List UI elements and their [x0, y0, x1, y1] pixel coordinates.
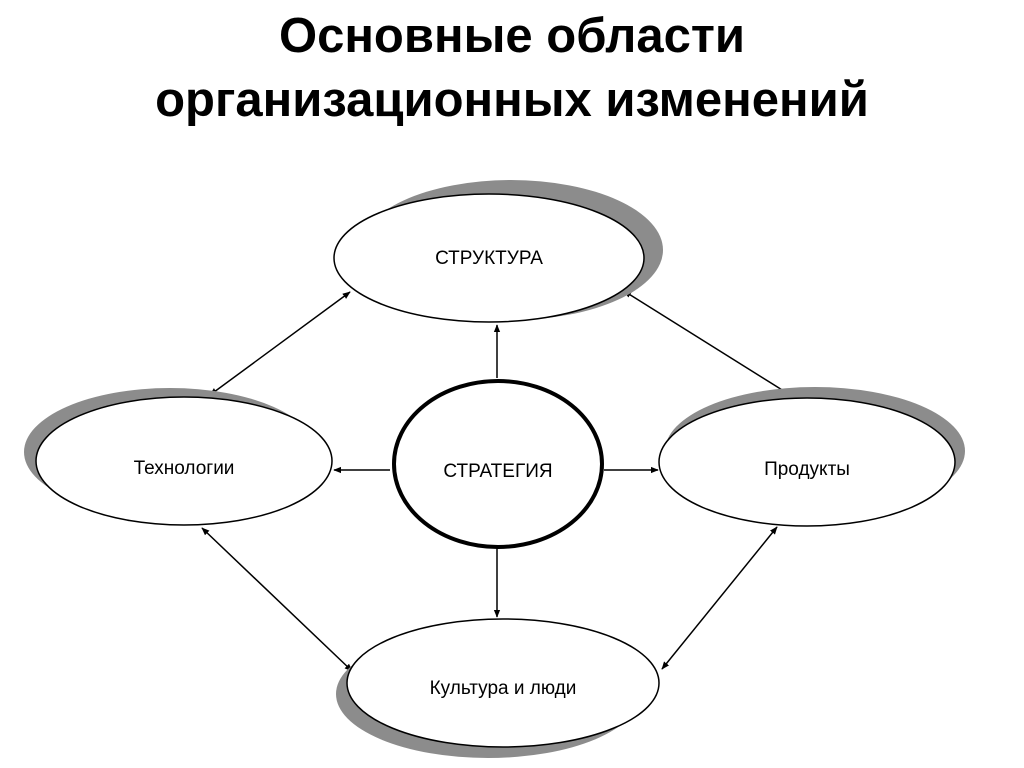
node-structure-ellipse — [333, 193, 645, 323]
node-technology-ellipse — [35, 396, 333, 526]
node-technology: Технологии — [24, 388, 333, 526]
node-strategy: СТРАТЕГИЯ — [392, 379, 604, 549]
arrow-products-culture — [661, 526, 778, 670]
node-strategy-circle — [392, 379, 604, 549]
title-line-2: организационных изменений — [155, 73, 869, 127]
node-products: Продукты — [658, 387, 965, 527]
node-structure: СТРУКТУРА — [333, 180, 663, 323]
node-technology-label: Технологии — [134, 458, 235, 479]
slide-title: Основные области организационных изменен… — [0, 0, 1024, 132]
arrow-technology-structure — [209, 291, 351, 396]
node-structure-label: СТРУКТУРА — [435, 248, 543, 269]
title-line-1: Основные области — [278, 9, 746, 63]
node-strategy-label: СТРАТЕГИЯ — [443, 461, 552, 482]
arrow-technology-culture — [201, 527, 353, 672]
node-culture-people-ellipse — [346, 618, 660, 748]
node-products-ellipse — [658, 397, 956, 527]
arrow-structure-products — [623, 290, 796, 399]
node-culture-people-label: Культура и люди — [430, 678, 577, 699]
node-culture-people: Культура и люди — [336, 618, 660, 758]
node-products-label: Продукты — [764, 459, 850, 480]
